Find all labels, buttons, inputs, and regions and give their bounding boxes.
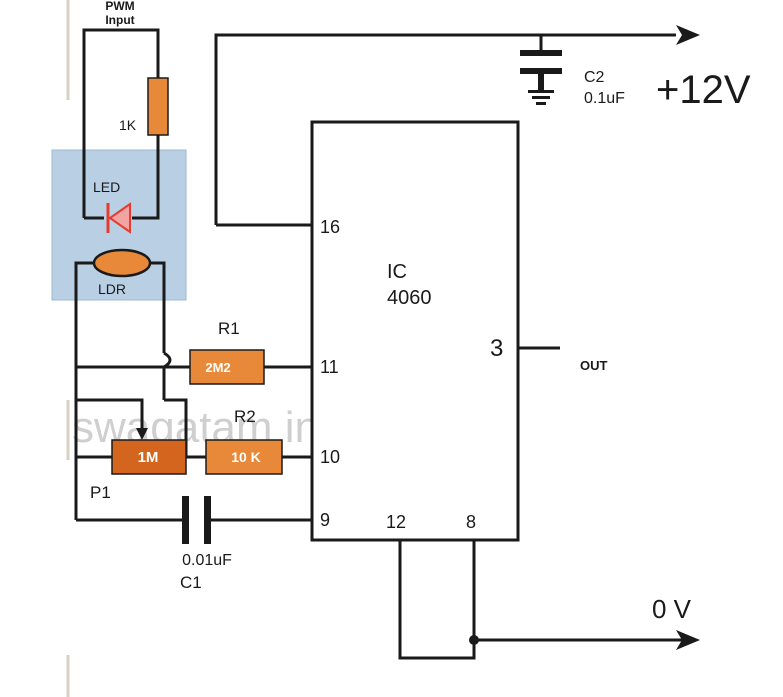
led-label: LED	[93, 179, 120, 195]
resistor-r1-value: 2M2	[205, 360, 230, 375]
pwm-input-wires	[82, 28, 160, 220]
resistor-r1-name: R1	[218, 319, 240, 338]
capacitor-c2	[520, 50, 562, 105]
ldr-icon	[92, 248, 152, 278]
ldr-label: LDR	[98, 281, 126, 297]
pin-12-label: 12	[386, 512, 406, 532]
resistor-r1	[189, 349, 265, 385]
resistor-r2-value: 10 K	[231, 449, 261, 465]
capacitor-c1-name: C1	[180, 573, 202, 592]
pin-8-label: 8	[466, 512, 476, 532]
pin-16-label: 16	[320, 217, 340, 237]
pin-9-label: 9	[320, 510, 330, 530]
capacitor-c2-name: C2	[584, 69, 605, 86]
potentiometer-p1-name: P1	[90, 483, 111, 502]
resistor-r2	[205, 439, 283, 475]
output-label: OUT	[580, 358, 608, 373]
capacitor-c2-value: 0.1uF	[584, 90, 625, 107]
pin-11-label: 11	[320, 357, 339, 377]
supply-label: +12V	[656, 68, 751, 112]
capacitor-c1-value: 0.01uF	[182, 552, 232, 569]
supply-arrow	[676, 25, 700, 45]
potentiometer-p1-value: 1M	[138, 449, 159, 466]
circuit-wires	[76, 33, 692, 660]
capacitor-c1-plate	[204, 496, 211, 544]
ic-label: IC	[387, 261, 407, 283]
pin-10-label: 10	[320, 447, 340, 467]
pin-3-label: 3	[490, 335, 503, 362]
capacitor-c1-plate	[182, 496, 189, 544]
ldr-wires	[74, 261, 166, 520]
ic-4060-body	[310, 120, 520, 542]
resistor-r2-name: R2	[234, 407, 256, 426]
potentiometer-p1	[111, 439, 187, 475]
ground-label: 0 V	[652, 594, 692, 624]
led-icon	[106, 202, 131, 234]
pwm-input-label: PWM	[105, 0, 134, 13]
resistor-1k-label: 1K	[119, 117, 137, 133]
p1-wiper-arrow	[136, 428, 148, 440]
ic-label: 4060	[387, 287, 432, 309]
resistor-1k	[147, 77, 169, 136]
ground-arrow	[676, 630, 700, 650]
pwm-input-label: Input	[105, 13, 134, 27]
ground-node-dot	[469, 635, 479, 645]
